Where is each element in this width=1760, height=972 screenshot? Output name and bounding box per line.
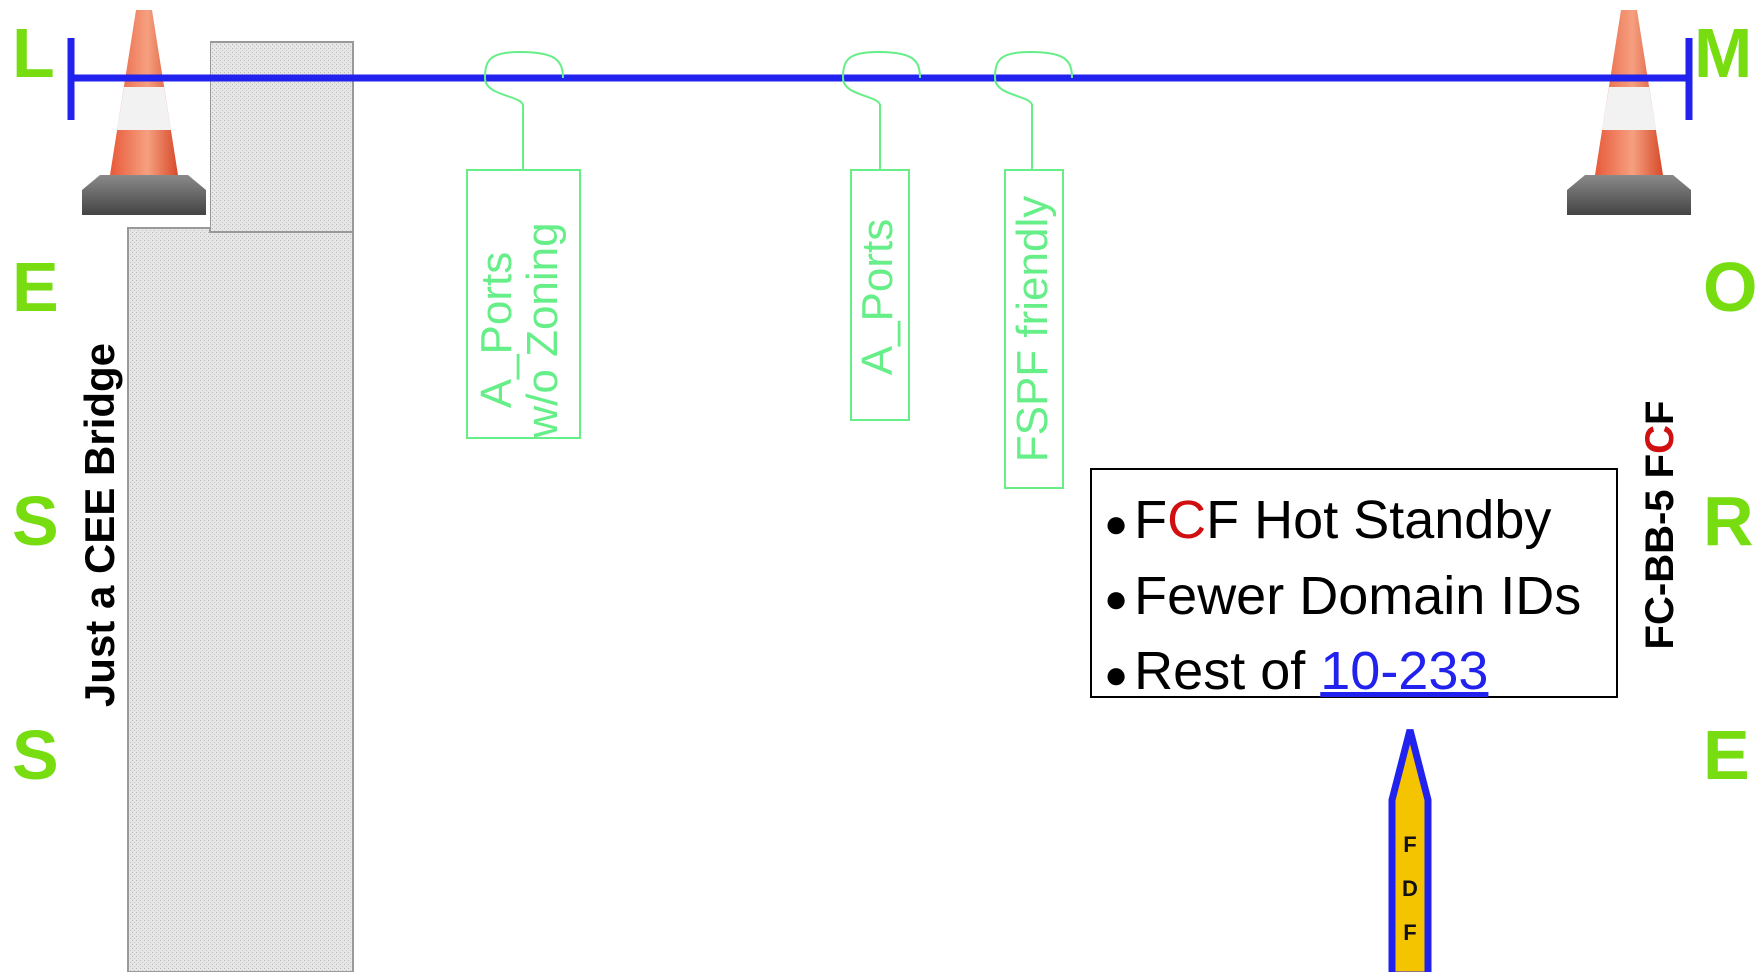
side-letter-l: L (12, 14, 55, 92)
bridge-column (127, 41, 354, 972)
fcbb-label-suffix: F (1638, 400, 1682, 426)
fcbb-label: FC-BB-5 FCF (1635, 365, 1685, 685)
bullet-dot: ● (1104, 501, 1129, 546)
tag-label-line: FSPF friendly (1008, 195, 1057, 463)
bullet-text: Rest of (1134, 641, 1321, 702)
side-letter-s: S (12, 716, 59, 794)
tag-box-a-ports-zoning (466, 169, 581, 439)
tag-box-fspf (1004, 169, 1064, 489)
fdf-letter: D (1402, 876, 1418, 901)
side-letter-r: R (1703, 482, 1754, 560)
tag-label-a-ports-zoning: A_Ports w/o Zoning (472, 200, 574, 460)
fcbb-label-red: C (1638, 425, 1682, 454)
tag-hooks (484, 50, 1073, 170)
traffic-cone-icon (1567, 10, 1691, 215)
bullet-text: F Hot Standby (1206, 490, 1552, 550)
bullet-item: ●FCF Hot Standby (1104, 484, 1616, 560)
fdf-marker (1388, 729, 1432, 972)
tag-label-a-ports: A_Ports (853, 177, 905, 417)
tag-label-fspf: FSPF friendly (1008, 174, 1060, 484)
bullet-text: Fewer Domain IDs (1134, 565, 1582, 626)
bullet-text: F (1134, 490, 1168, 550)
tag-label-line: A_Ports (472, 251, 521, 409)
bullet-dot: ● (1104, 653, 1129, 698)
side-letter-o: O (1703, 248, 1758, 326)
bullet-dot: ● (1104, 577, 1129, 622)
tag-label-line: w/o Zoning (518, 222, 567, 438)
fcbb-label-prefix: FC-BB-5 F (1638, 453, 1682, 650)
bridge-label: Just a CEE Bridge (76, 342, 123, 708)
tag-box-a-ports (850, 169, 910, 421)
bullet-text-red: C (1167, 490, 1207, 550)
traffic-cone-icon (70, 5, 210, 227)
side-letter-e: E (12, 248, 59, 326)
fdf-letter: F (1403, 832, 1417, 857)
bullet-item: ●Rest of 10-233 (1104, 635, 1616, 711)
bullet-item: ●Fewer Domain IDs (1104, 560, 1616, 636)
side-letter-s: S (12, 482, 59, 560)
side-letter-e: E (1703, 716, 1750, 794)
scale-line (67, 38, 1693, 120)
fdf-letter: F (1403, 920, 1417, 945)
side-letter-m: M (1694, 14, 1753, 92)
tag-label-line: A_Ports (853, 218, 902, 376)
doc-link[interactable]: 10-233 (1320, 641, 1489, 702)
feature-bullets: ●FCF Hot Standby ●Fewer Domain IDs ●Rest… (1090, 468, 1618, 701)
